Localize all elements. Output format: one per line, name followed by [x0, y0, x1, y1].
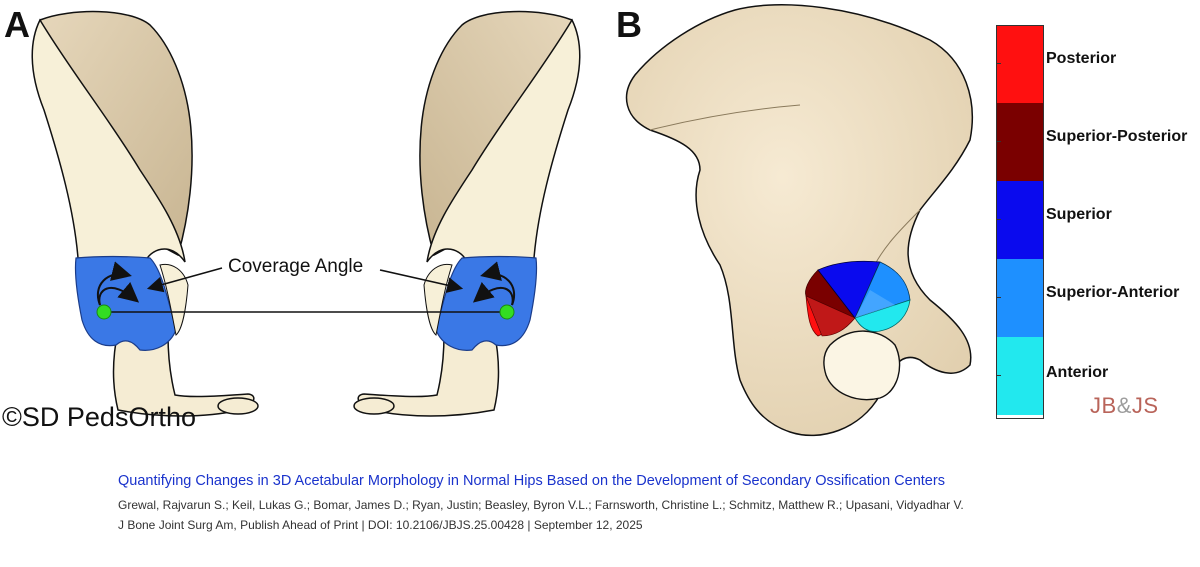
logo-ampersand: &	[1116, 393, 1132, 418]
figure-illustration	[31, 4, 973, 437]
logo-js: JS	[1131, 393, 1159, 418]
legend-tick	[996, 375, 1001, 376]
legend-swatch-superior-posterior	[996, 103, 1044, 181]
legend-swatch-anterior	[996, 337, 1044, 415]
legend-tick	[996, 297, 1001, 298]
legend-label-superior-posterior: Superior-Posterior	[1046, 128, 1188, 145]
left-hemipelvis	[31, 10, 259, 417]
jbjs-logo: JB&JS	[1090, 393, 1159, 419]
article-title-link[interactable]: Quantifying Changes in 3D Acetabular Mor…	[118, 473, 945, 489]
legend-tick	[996, 141, 1001, 142]
legend-tick	[996, 63, 1001, 64]
legend-swatch-posterior	[996, 25, 1044, 103]
lateral-pelvis	[625, 4, 973, 437]
panel-label-b: B	[616, 4, 642, 45]
panel-label-a: A	[4, 4, 30, 45]
article-journal-info: J Bone Joint Surg Am, Publish Ahead of P…	[118, 518, 643, 532]
callout-arrow-right	[379, 269, 464, 293]
right-landmark-dot	[499, 304, 515, 320]
legend-tick	[996, 219, 1001, 220]
legend-swatch-superior	[996, 181, 1044, 259]
article-authors: Grewal, Rajvarun S.; Keil, Lukas G.; Bom…	[118, 498, 964, 512]
legend-label-superior-anterior: Superior-Anterior	[1046, 284, 1180, 301]
legend-label-anterior: Anterior	[1046, 364, 1109, 381]
sector-anterior	[854, 299, 911, 332]
logo-jb: JB	[1090, 393, 1117, 418]
legend-label-superior: Superior	[1046, 206, 1112, 223]
callout-arrow-left	[146, 267, 223, 293]
coverage-angle-label: Coverage Angle	[228, 256, 364, 277]
image-credit: ©SD PedsOrtho	[2, 402, 196, 432]
legend-swatch-superior-anterior	[996, 259, 1044, 337]
left-landmark-dot	[96, 304, 112, 320]
acetabulum-sectors	[805, 260, 911, 337]
right-hemipelvis	[353, 10, 581, 417]
legend-label-posterior: Posterior	[1046, 50, 1117, 67]
region-legend	[996, 25, 1044, 415]
